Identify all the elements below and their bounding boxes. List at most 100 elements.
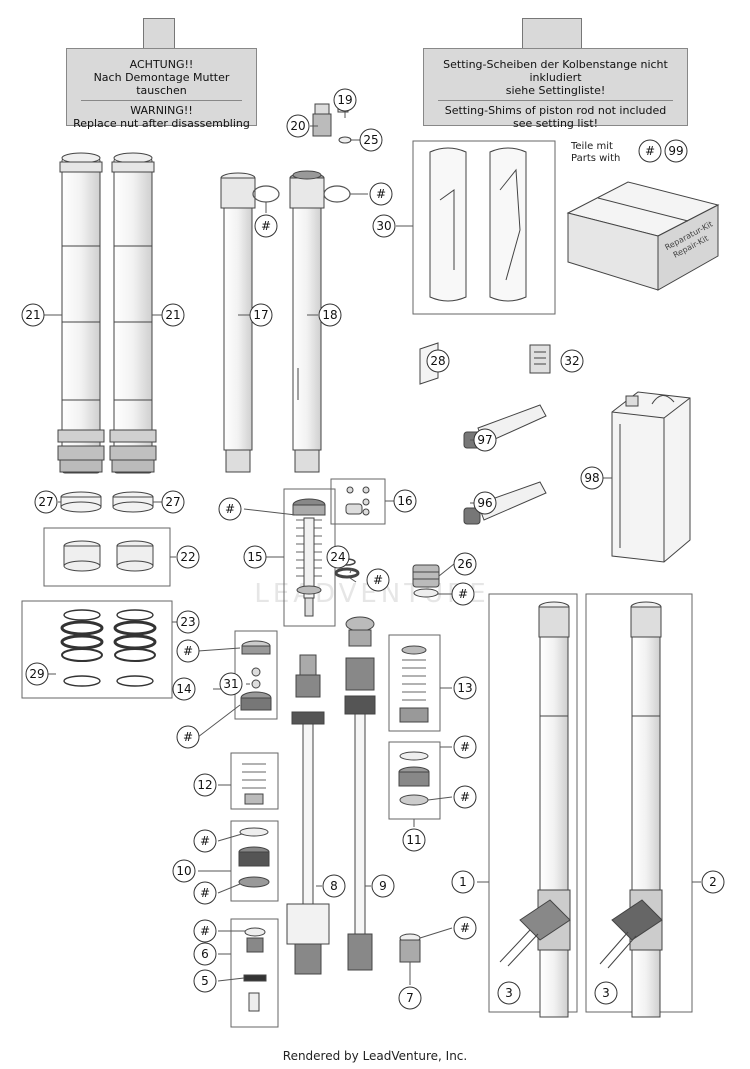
note-right-line4: see setting list! (513, 117, 598, 130)
callout-hash: # (176, 639, 200, 663)
callout-hash: # (369, 182, 393, 206)
callout-label: 99 (668, 144, 683, 158)
spring-13-box (388, 634, 441, 732)
callout-label: # (460, 790, 470, 804)
callout-label: 3 (505, 986, 513, 1000)
sticker-32 (529, 344, 551, 374)
callout-hash: # (638, 139, 662, 163)
note-left-callout-box (143, 18, 175, 50)
kit-legend-line2: Parts with (571, 153, 621, 164)
callout-hash: # (254, 214, 278, 238)
callout-24: 24 (326, 545, 350, 569)
callout-28: 28 (426, 349, 450, 373)
note-right-line1: Setting-Scheiben der Kolbenstange nicht … (443, 58, 668, 84)
callout-label: # (458, 587, 468, 601)
callout-label: # (200, 886, 210, 900)
callout-label: # (460, 921, 470, 935)
part-6 (244, 927, 266, 953)
note-left-line4: Replace nut after disassembling (73, 117, 250, 130)
repair-kit-box (566, 181, 720, 291)
callout-11: 11 (402, 828, 426, 852)
part-12-box (230, 752, 279, 810)
callout-label: # (200, 834, 210, 848)
callout-32: 32 (560, 349, 584, 373)
note-left-line2: Nach Demontage Mutter tauschen (93, 71, 230, 97)
fork-guard-box (412, 140, 556, 315)
callout-label: 21 (25, 308, 40, 322)
callout-label: 2 (709, 875, 717, 889)
small-parts-16 (345, 486, 370, 516)
callout-label: 6 (201, 947, 209, 961)
callout-label: 21 (165, 308, 180, 322)
bushings-22 (63, 540, 154, 572)
callout-label: 7 (406, 991, 414, 1005)
callout-29: 29 (25, 662, 49, 686)
callout-hash: # (453, 916, 477, 940)
callout-14: 14 (172, 677, 196, 701)
callout-label: # (183, 730, 193, 744)
callout-label: # (225, 502, 235, 516)
callout-99: 99 (664, 139, 688, 163)
callout-label: 8 (330, 879, 338, 893)
callout-98: 98 (580, 466, 604, 490)
callout-hash: # (193, 881, 217, 905)
callout-label: 20 (290, 119, 305, 133)
part-6-5-box (230, 918, 279, 1028)
callout-13: 13 (453, 676, 477, 700)
outer-tube-left (57, 152, 105, 474)
callout-label: # (373, 573, 383, 587)
callout-6: 6 (193, 942, 217, 966)
callout-label: 97 (477, 433, 492, 447)
callout-label: 16 (397, 494, 412, 508)
callout-label: 10 (176, 864, 191, 878)
kit-legend-line1: Teile mit (571, 141, 613, 152)
fork-leg-1 (499, 601, 571, 1018)
callout-label: 18 (322, 308, 337, 322)
callout-21: 21 (161, 303, 185, 327)
callout-15: 15 (243, 545, 267, 569)
callout-9: 9 (371, 874, 395, 898)
fork-leg-2 (599, 601, 663, 1018)
callout-22: 22 (176, 545, 200, 569)
spring-assembly-15 (292, 498, 326, 617)
callout-7: 7 (398, 986, 422, 1010)
callout-label: 11 (406, 833, 421, 847)
callout-97: 97 (473, 428, 497, 452)
callout-10: 10 (172, 859, 196, 883)
note-right-callout-box (522, 18, 582, 50)
callout-label: # (200, 924, 210, 938)
callout-label: 30 (376, 219, 391, 233)
callout-label: 1 (459, 875, 467, 889)
callout-label: 14 (176, 682, 191, 696)
callout-hash: # (366, 568, 390, 592)
callout-19: 19 (333, 88, 357, 112)
callout-label: 24 (330, 550, 345, 564)
callout-hash: # (453, 785, 477, 809)
callout-label: 96 (477, 496, 492, 510)
seal-clips-27 (60, 491, 154, 513)
callout-label: 27 (38, 495, 53, 509)
callout-label: 19 (337, 93, 352, 107)
callout-hash: # (176, 725, 200, 749)
callout-label: 29 (29, 667, 44, 681)
callout-26: 26 (453, 552, 477, 576)
callout-3: 3 (497, 981, 521, 1005)
callout-12: 12 (193, 773, 217, 797)
callout-label: # (376, 187, 386, 201)
assembly-14 (240, 640, 272, 711)
callout-label: 31 (223, 677, 238, 691)
callout-label: 26 (457, 557, 472, 571)
callout-20: 20 (286, 114, 310, 138)
note-left: ACHTUNG!! Nach Demontage Mutter tauschen… (66, 48, 257, 130)
callout-hash: # (451, 582, 475, 606)
note-left-line3: WARNING!! (130, 104, 193, 117)
callout-label: # (183, 644, 193, 658)
callout-21: 21 (21, 303, 45, 327)
callout-1: 1 (451, 870, 475, 894)
callout-label: 28 (430, 354, 445, 368)
damper-rod-8 (286, 654, 330, 975)
callout-label: 13 (457, 681, 472, 695)
inner-tube-18 (289, 172, 325, 473)
callout-label: 23 (180, 615, 195, 629)
